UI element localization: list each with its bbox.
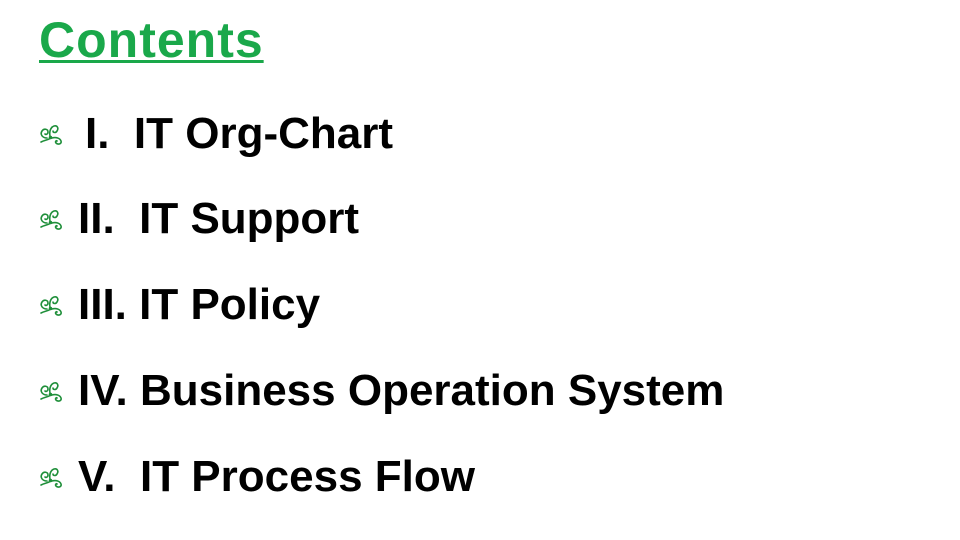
list-item-label: II. IT Support [78, 194, 360, 243]
slide-title: Contents [39, 12, 264, 68]
fleur-leaf-icon [38, 290, 68, 320]
list-item-label: IV. Business Operation System [78, 366, 725, 415]
fleur-leaf-icon [38, 204, 68, 234]
list-item: II. IT Support [38, 191, 359, 247]
list-item-label: V. IT Process Flow [78, 452, 475, 501]
fleur-leaf-icon [38, 119, 68, 149]
list-item-label: I. IT Org-Chart [85, 109, 393, 158]
fleur-leaf-icon [38, 376, 68, 406]
list-item: IV. Business Operation System [38, 363, 724, 419]
list-item: I. IT Org-Chart [38, 106, 393, 162]
list-item: V. IT Process Flow [38, 449, 475, 505]
list-item-label: III. IT Policy [78, 280, 321, 329]
list-item: III. IT Policy [38, 277, 320, 333]
fleur-leaf-icon [38, 462, 68, 492]
